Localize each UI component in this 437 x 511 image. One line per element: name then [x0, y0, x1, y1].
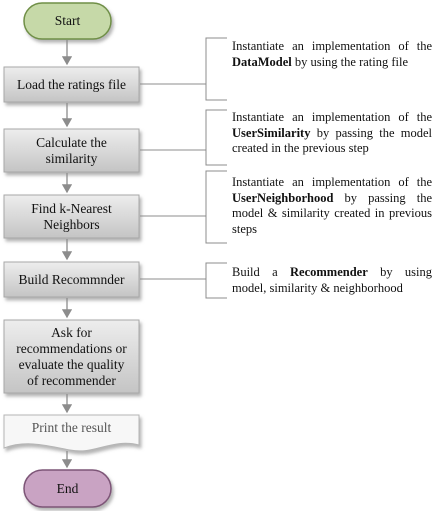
- start-label: Start: [54, 13, 81, 28]
- find-neighbors-line-1: Find k-Nearest: [31, 200, 112, 216]
- note-1-keyword: DataModel: [232, 54, 292, 69]
- note-1-text-a: Instantiate an implementation of the: [232, 39, 432, 53]
- callout-bracket-4: [205, 262, 227, 299]
- end-label: End: [56, 480, 79, 496]
- load-ratings-box: [3, 66, 140, 103]
- note-3-text-a: Instantiate an implementation of the: [232, 175, 432, 189]
- note-datamodel: Instantiate an implementation of the Dat…: [232, 39, 432, 70]
- find-neighbors-box: [3, 194, 140, 239]
- ask-recommendations-box: [3, 319, 140, 394]
- note-recommender: Build a Recommender by using model, simi…: [232, 265, 432, 296]
- build-recommender-box: [3, 261, 140, 298]
- ask-recommendations-label: Ask for recommendations or evaluate the …: [4, 320, 139, 393]
- callout-line-3: [140, 210, 207, 217]
- callout-bracket-3: [205, 170, 227, 244]
- callout-bracket-1: [205, 37, 227, 101]
- note-usersimilarity: Instantiate an implementation of the Use…: [232, 110, 432, 157]
- find-neighbors-line-2: Neighbors: [43, 216, 100, 232]
- note-userneighborhood: Instantiate an implementation of the Use…: [232, 175, 432, 237]
- ask-line-2: recommendations or: [16, 340, 127, 356]
- build-recommender-label: Build Recommnder: [18, 271, 125, 287]
- print-result-label: Print the result: [31, 420, 112, 435]
- calculate-similarity-box: [3, 128, 140, 173]
- calculate-similarity-label: Calculate the similarity: [4, 129, 139, 172]
- callout-bracket-2: [205, 109, 227, 166]
- load-ratings-label: Load the ratings file: [16, 76, 127, 92]
- print-result-document: [3, 414, 140, 452]
- note-4-text-c: by using model, similarity & neighborhoo…: [232, 265, 432, 295]
- ask-line-3: evaluate the quality: [18, 356, 125, 372]
- find-neighbors-label: Find k-Nearest Neighbors: [4, 195, 139, 238]
- note-2-text-a: Instantiate an implementation of the: [232, 110, 432, 124]
- calculate-similarity-line-1: Calculate the: [36, 134, 107, 150]
- note-3-text-c: by passing the model & similarity create…: [232, 190, 432, 236]
- ask-line-4: of recommender: [27, 372, 116, 388]
- note-3-keyword: UserNeighborhood: [232, 190, 334, 205]
- note-4-keyword: Recommender: [290, 265, 368, 279]
- note-2-text-c: by passing the model created in the prev…: [232, 125, 432, 156]
- callout-line-1: [140, 72, 207, 85]
- end-terminal: [23, 469, 112, 508]
- note-4-text-a: Build a: [232, 265, 290, 279]
- start-terminal: [23, 2, 112, 40]
- ask-line-1: Ask for: [51, 324, 92, 340]
- note-2-keyword: UserSimilarity: [232, 125, 311, 140]
- note-1-text-c: by using the rating file: [291, 54, 409, 69]
- callout-line-2: [140, 138, 207, 151]
- calculate-similarity-line-2: similarity: [45, 150, 98, 166]
